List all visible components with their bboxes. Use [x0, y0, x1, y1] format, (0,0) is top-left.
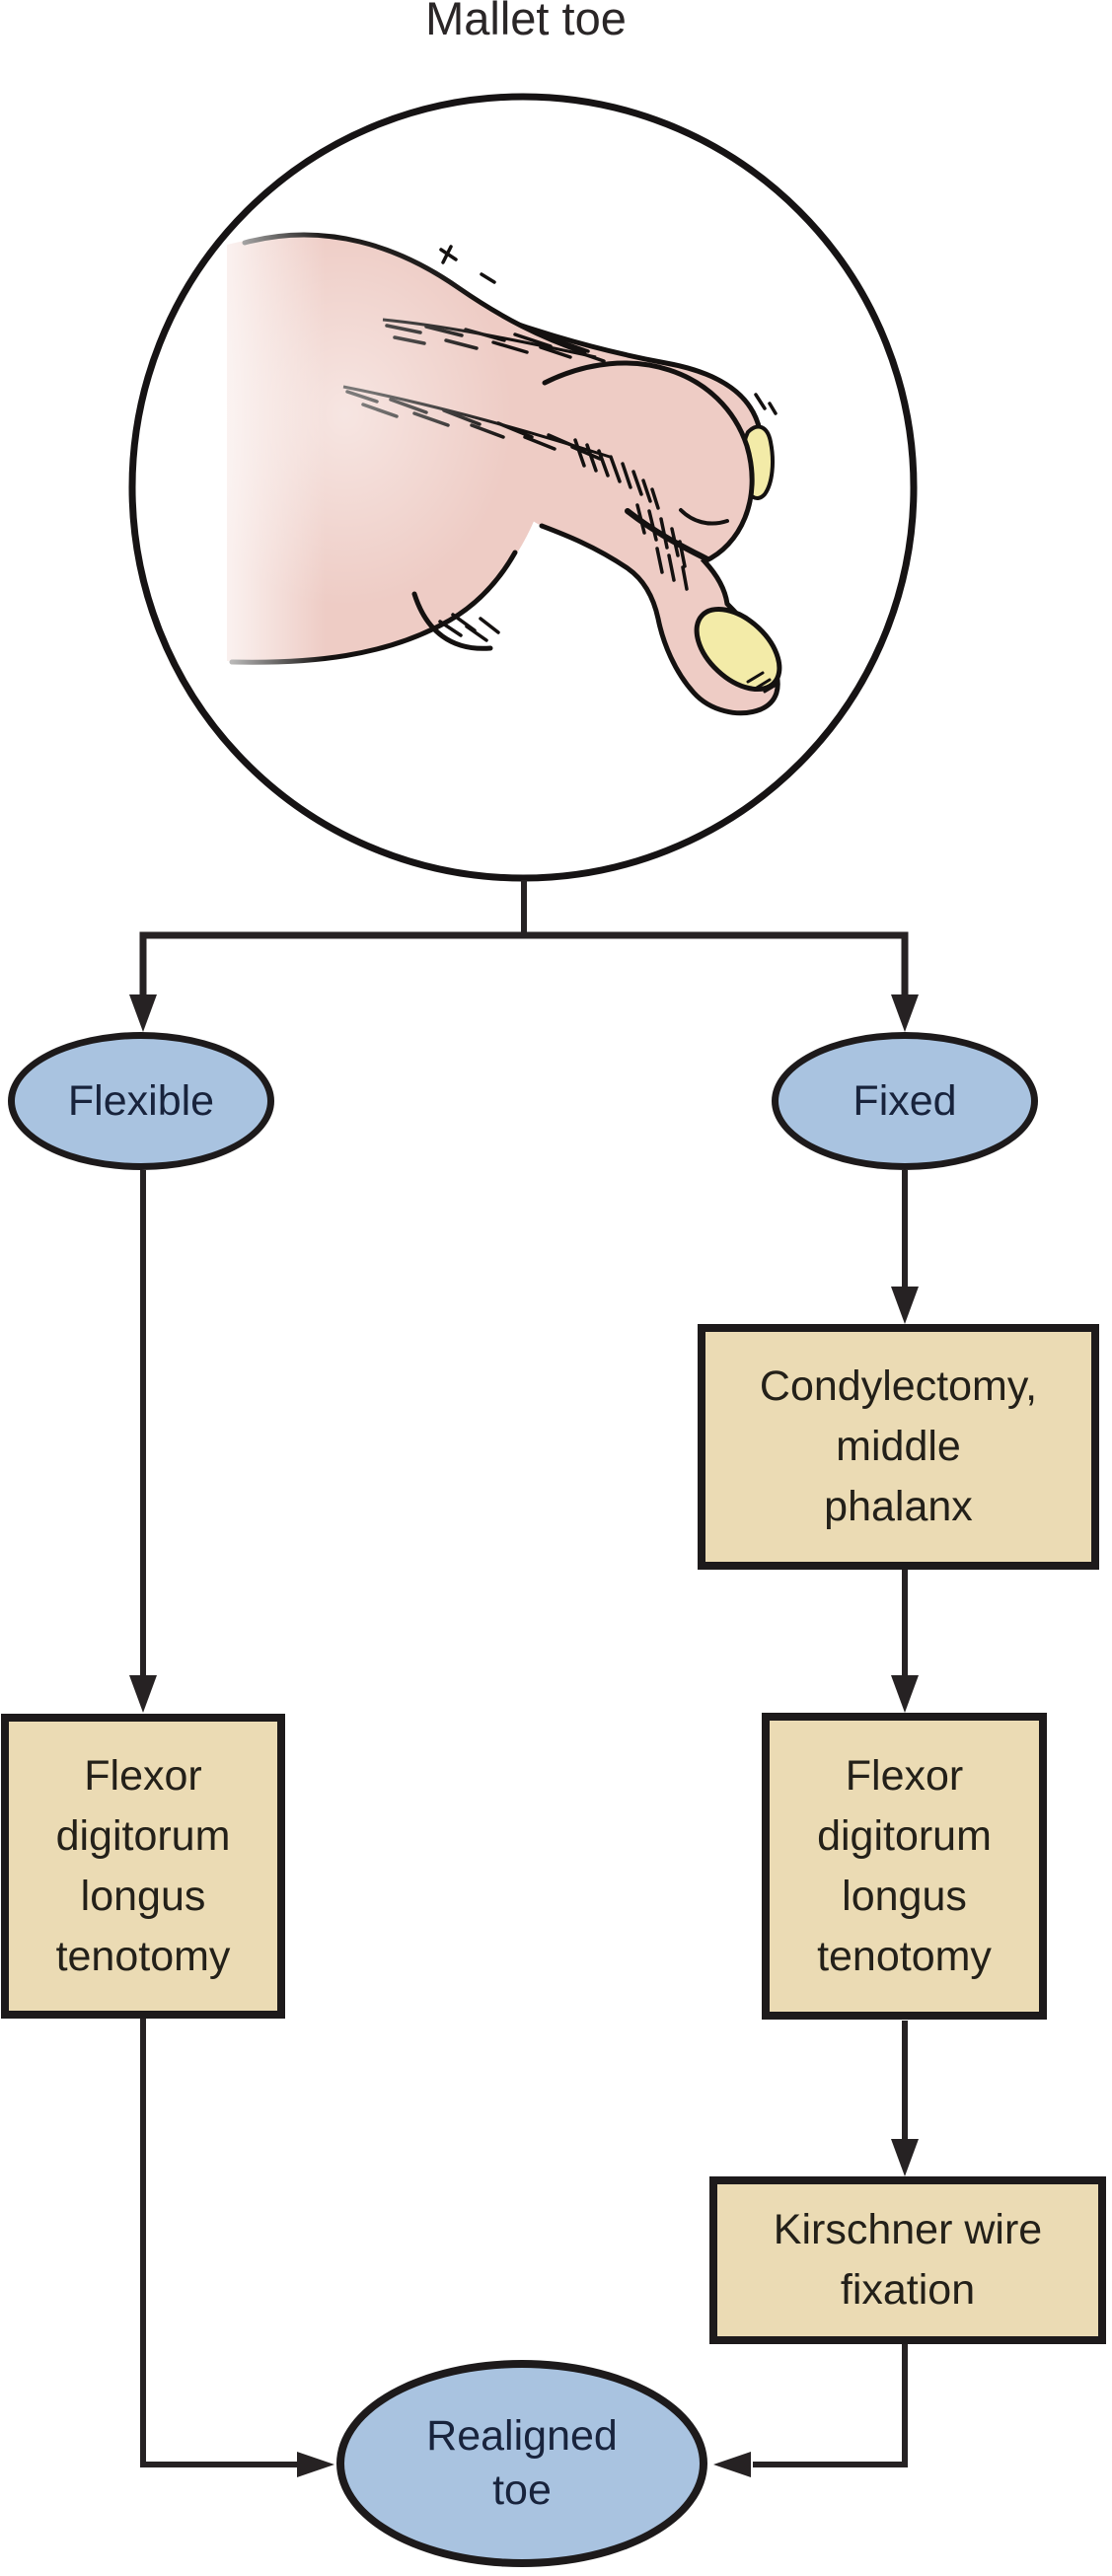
arrowhead-condylectomy [891, 1287, 919, 1324]
process-fdl-right-line: tenotomy [817, 1932, 992, 1980]
process-fdl-left-line: longus [80, 1872, 206, 1920]
connector-kirschner-to-realigned [753, 2344, 908, 2467]
arrowhead-realigned-left [297, 2452, 334, 2477]
arrowhead-fdl-left [129, 1675, 157, 1713]
decision-flexible: Flexible [8, 1032, 274, 1170]
toenail-hatch [746, 671, 777, 694]
decision-fixed: Fixed [772, 1032, 1038, 1170]
arrowhead-flexible [129, 994, 157, 1032]
process-fdl-right-line: digitorum [817, 1811, 992, 1860]
process-fdl-tenotomy-left: Flexor digitorum longus tenotomy [1, 1714, 285, 2019]
arrowhead-fdl-right [891, 1675, 919, 1713]
process-fdl-right-line: longus [842, 1872, 967, 1920]
process-condylectomy-line: phalanx [824, 1483, 973, 1530]
connectors [139, 880, 909, 2467]
process-fdl-left-line: tenotomy [55, 1932, 231, 1980]
decision-flexible-label: Flexible [67, 1076, 215, 1125]
process-kirschner-line: Kirschner wire [773, 2206, 1043, 2253]
outcome-realigned-line: Realigned [426, 2412, 618, 2460]
joint-crease-hatch [573, 438, 660, 510]
outcome-realigned-line: toe [492, 2466, 552, 2514]
toe-separation-crease [411, 591, 493, 651]
left-fade [138, 209, 326, 683]
process-fdl-left-line: digitorum [55, 1811, 231, 1860]
arrowhead-fixed [891, 994, 919, 1032]
process-kirschner-fixation: Kirschner wire fixation [709, 2176, 1106, 2344]
connector-fdl-to-realigned [140, 2019, 297, 2467]
process-fdl-tenotomy-right: Flexor digitorum longus tenotomy [762, 1713, 1047, 2020]
arrowhead-realigned-right [713, 2452, 751, 2477]
process-condylectomy-line: Condylectomy, [759, 1362, 1038, 1410]
process-condylectomy-line: middle [836, 1423, 961, 1470]
arrowhead-kirschner [891, 2139, 919, 2176]
mallet-toe-illustration [128, 93, 918, 882]
big-toenail [694, 606, 782, 693]
process-condylectomy: Condylectomy, middle phalanx [698, 1324, 1099, 1570]
skin-speckles [439, 245, 778, 415]
diagram-title: Mallet toe [425, 0, 627, 44]
under-knuckle-crease [625, 508, 710, 562]
arrowheads [129, 994, 919, 2477]
decision-fixed-label: Fixed [853, 1076, 957, 1125]
outcome-realigned-toe: Realigned toe [336, 2360, 707, 2567]
connector-branch [139, 931, 909, 996]
toe-separation-hatch [438, 613, 500, 642]
process-kirschner-line: fixation [840, 2266, 976, 2314]
process-fdl-right-line: Flexor [845, 1751, 964, 1800]
process-fdl-left-line: Flexor [84, 1751, 202, 1800]
tip-shadow-line [679, 508, 729, 526]
